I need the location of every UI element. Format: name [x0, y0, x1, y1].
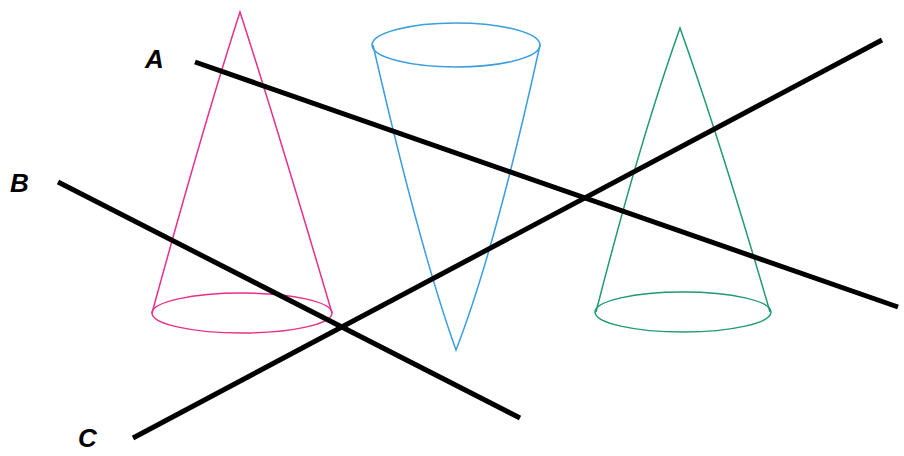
green-cone-side: [596, 28, 770, 312]
blue-cone-top: [372, 23, 540, 67]
line-label: A: [145, 46, 164, 72]
line-label: B: [10, 170, 29, 196]
blue-cone-side: [373, 45, 540, 350]
line-b: [58, 182, 520, 418]
line-label: C: [78, 425, 97, 451]
pink-cone-side: [152, 12, 332, 313]
line-c: [133, 40, 882, 438]
pink-cone-base: [152, 293, 332, 333]
green-cone-base: [595, 292, 771, 332]
line-a: [195, 62, 898, 307]
